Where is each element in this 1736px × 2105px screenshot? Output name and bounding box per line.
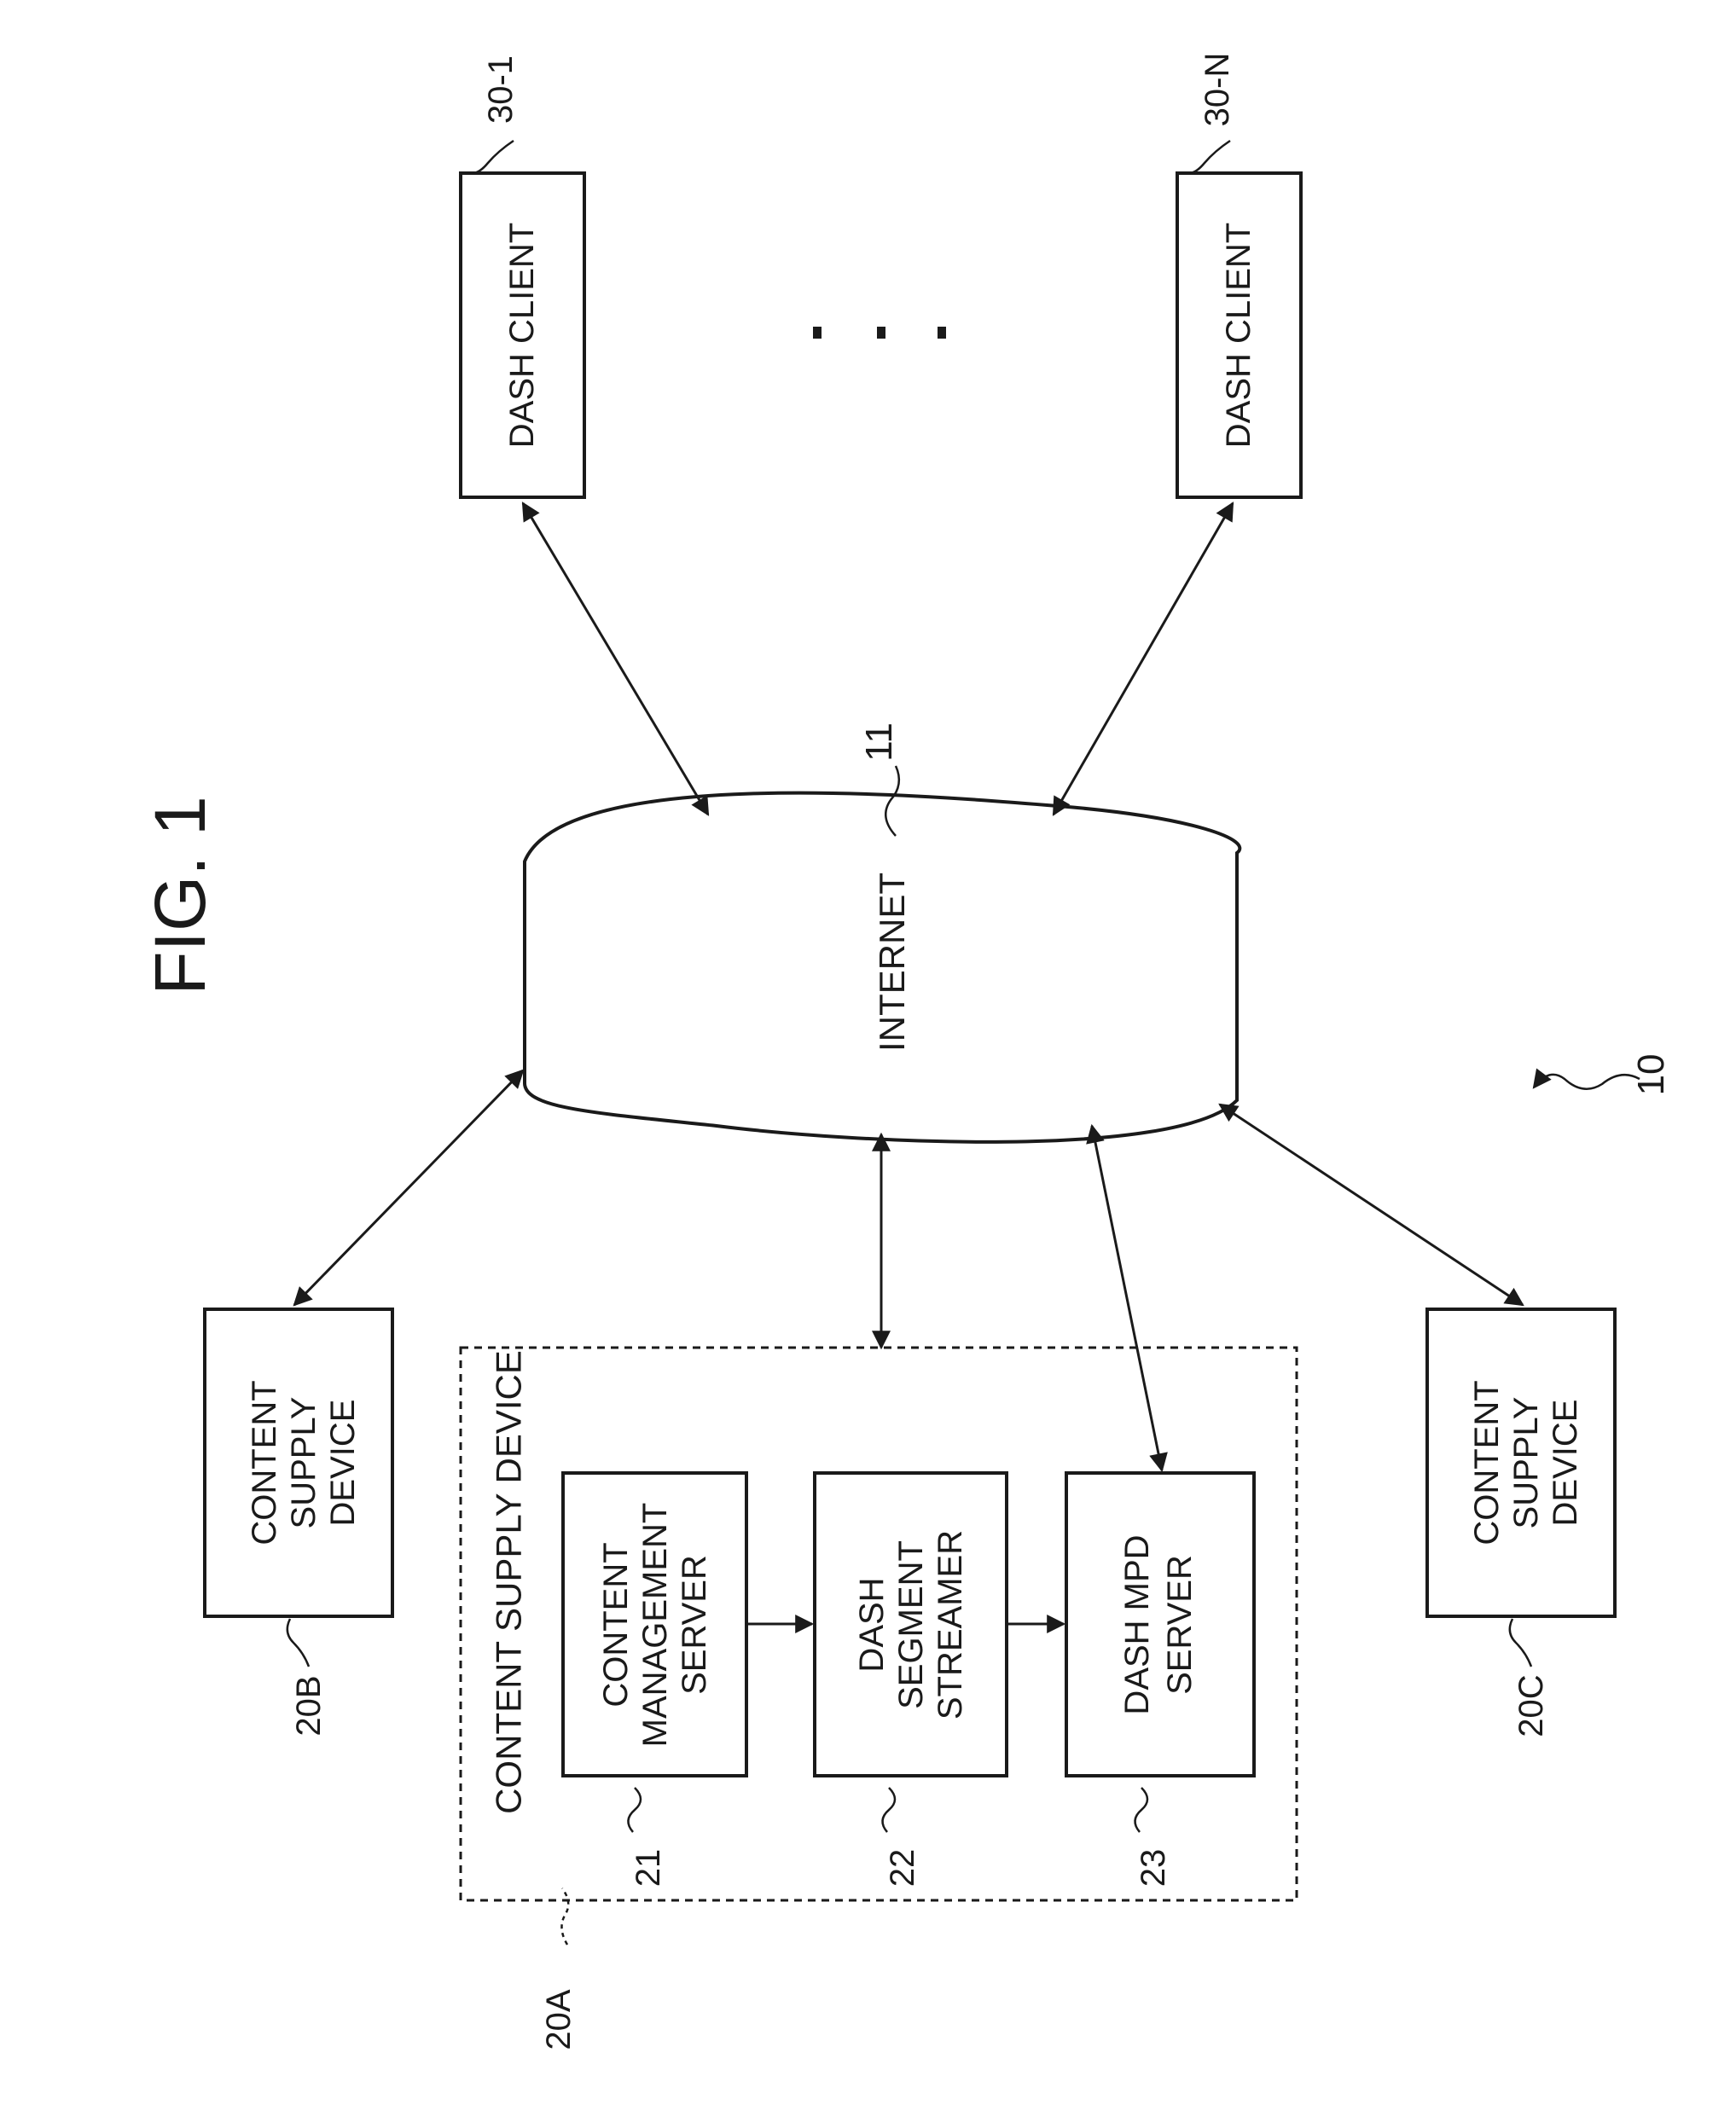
dash-mpd-server	[1066, 1473, 1254, 1776]
mpd-ref: 23	[1135, 1849, 1172, 1888]
internet-label: INTERNET	[872, 873, 912, 1052]
link-clientn-internet	[1054, 503, 1233, 815]
streamer-ref-leader	[882, 1788, 895, 1832]
dash-client-n-label: DASH CLIENT	[1220, 223, 1257, 449]
cms-line2: MANAGEMENT	[636, 1503, 674, 1748]
dash-client-1-ref: 30-1	[482, 55, 520, 124]
dash-client-1-label: DASH CLIENT	[503, 223, 541, 449]
supply-20b-ref: 20B	[290, 1675, 328, 1736]
streamer-line1: DASH	[853, 1577, 891, 1672]
streamer-ref: 22	[884, 1849, 921, 1888]
dash-client-n-ref-leader	[1189, 141, 1230, 173]
link-supply20b-internet	[294, 1070, 523, 1305]
supply-20b-line1: CONTENT	[246, 1380, 283, 1545]
supply-20c-line2: SUPPLY	[1507, 1397, 1545, 1529]
ellipsis-dot-2	[877, 327, 885, 339]
cms-ref: 21	[630, 1849, 667, 1888]
link-supply20c-internet	[1220, 1105, 1523, 1305]
streamer-line3: STREAMER	[932, 1530, 969, 1719]
cms-line3: SERVER	[676, 1555, 713, 1695]
supply-20a-ref: 20A	[540, 1989, 578, 2050]
system-ref-leader	[1534, 1075, 1640, 1089]
dash-client-n-ref: 30-N	[1199, 53, 1236, 127]
system-ref-label: 10	[1630, 1054, 1672, 1096]
cms-line1: CONTENT	[597, 1542, 635, 1707]
link-mpd-internet	[1092, 1126, 1162, 1470]
supply-20c-ref-leader	[1510, 1619, 1531, 1667]
internet-ref-label: 11	[858, 722, 900, 762]
supply-20c-ref: 20C	[1512, 1674, 1550, 1737]
dash-client-1-ref-leader	[473, 141, 514, 173]
supply-20b-ref-leader	[287, 1619, 309, 1667]
supply-20c-line3: DEVICE	[1547, 1400, 1584, 1527]
supply-20a-ref-leader	[561, 1888, 568, 1945]
ellipsis-dot-3	[938, 327, 946, 339]
supply-20c-line1: CONTENT	[1468, 1380, 1506, 1545]
mpd-ref-leader	[1135, 1788, 1147, 1832]
cms-ref-leader	[628, 1788, 641, 1832]
link-client1-internet	[523, 503, 708, 815]
figure-title: FIG. 1	[140, 796, 220, 995]
ellipsis-dot-1	[813, 327, 822, 339]
streamer-line2: SEGMENT	[892, 1540, 930, 1709]
supply-20b-line2: SUPPLY	[285, 1397, 322, 1529]
supply-20a-label: CONTENT SUPPLY DEVICE	[489, 1350, 529, 1814]
supply-20b-line3: DEVICE	[324, 1400, 362, 1527]
mpd-line2: SERVER	[1161, 1555, 1199, 1695]
mpd-line1: DASH MPD	[1118, 1534, 1156, 1714]
